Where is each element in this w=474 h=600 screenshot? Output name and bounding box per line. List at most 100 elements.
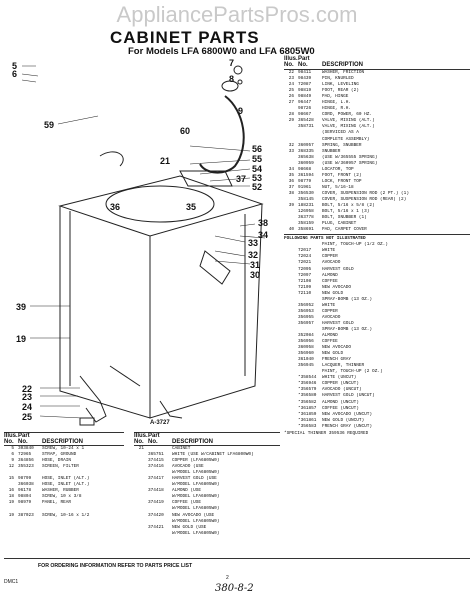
description: W/MODEL LFA6805W0)	[172, 530, 220, 536]
callout-7: 7	[229, 58, 234, 68]
description: FOOT, REAR (2)	[322, 88, 359, 94]
part-no: 72017	[298, 248, 312, 254]
part-no: 356953	[298, 308, 314, 314]
part-no: 356956	[298, 339, 314, 345]
illus-no	[284, 424, 294, 430]
description: FRENCH GRAY	[322, 357, 351, 363]
page-code: DMC1	[4, 579, 19, 585]
illus-no: 32	[288, 142, 294, 148]
part-no: 374421	[148, 524, 164, 530]
part-no: 374420	[148, 512, 164, 518]
part-no: *361859	[298, 411, 317, 417]
table-row: W/MODEL LFA6805W0)	[134, 494, 280, 500]
description: ALMOND	[322, 272, 338, 278]
illus-no: 6	[11, 452, 14, 458]
part-no: 360959	[298, 160, 314, 166]
description: FRENCH GRAY (UNCUT)	[322, 423, 373, 429]
callout-33: 33	[248, 238, 258, 248]
callout-21: 21	[160, 156, 170, 166]
part-no: 365638	[298, 154, 314, 160]
callout-53: 53	[252, 173, 262, 183]
part-no: 358159	[298, 221, 314, 227]
callout-34: 34	[258, 230, 268, 240]
footer-rule	[4, 558, 470, 559]
description: PIN, KNURLED	[322, 76, 354, 82]
part-no: 358731	[298, 124, 314, 130]
illus-no: 16	[8, 488, 14, 494]
ordering-footer: FOR ORDERING INFORMATION REFER TO PARTS …	[38, 563, 193, 569]
description: COFFEE (USE	[172, 500, 201, 506]
part-no: 363778	[298, 215, 314, 221]
callout-22: 22	[22, 384, 32, 394]
illus-no: 29	[288, 118, 294, 124]
part-no: 356960	[298, 351, 314, 357]
illus-no: 26	[288, 94, 294, 100]
callout-25: 25	[22, 412, 32, 422]
part-no: 352084	[298, 333, 314, 339]
part-no: 358145	[298, 196, 314, 202]
part-no: 98667	[298, 112, 312, 118]
description: AVOCADO	[322, 260, 341, 266]
description: COPPER	[322, 308, 338, 314]
part-no: 360957	[298, 142, 314, 148]
part-no: 98411	[298, 70, 312, 75]
part-no: 72021	[298, 260, 312, 266]
part-no: 356952	[298, 302, 314, 308]
description: COPPER	[322, 254, 338, 260]
part-no: 98849	[298, 94, 312, 100]
illus-no: 38	[288, 190, 294, 196]
part-no: 387023	[18, 512, 34, 518]
callout-9: 9	[238, 106, 243, 116]
part-no: 126958	[298, 209, 314, 215]
part-no: 98668	[298, 166, 312, 172]
description: COFFEE (UNCUT)	[322, 405, 359, 411]
cabinet-opening	[105, 185, 215, 223]
table-row: SPRAY-BOMB (13 OZ.)	[284, 327, 470, 333]
description: LOCATOR, TOP	[322, 166, 354, 172]
description: (USE W/365555 SPRING)	[322, 154, 378, 160]
part-no: *361861	[298, 417, 317, 423]
part-no: 360958	[298, 345, 314, 351]
description: HINGE, R.H.	[322, 106, 351, 112]
description: PAD, CARPET COVER	[322, 227, 367, 233]
part-no: 374418	[148, 488, 164, 494]
not-illustrated-heading: FOLLOWING PARTS NOT ILLUSTRATED	[284, 236, 366, 242]
description: CABINET	[172, 446, 191, 451]
description: HARVEST GOLD (USE	[172, 476, 217, 482]
table-row: 365638 (USE W/365555 SPRING)	[284, 155, 470, 161]
description: W/MODEL LFA6805W0)	[172, 518, 220, 524]
watermark: AppliancePartsPros.com	[116, 2, 358, 27]
figure-code: A-3727	[150, 420, 170, 426]
illus-no: 25	[288, 88, 294, 94]
exploded-diagram: 5 6 7 8 9 59 60 56 55 54 53 52 21 37 38 …	[12, 58, 268, 426]
description: HARVEST GOLD (UNCUT)	[322, 393, 375, 399]
part-no: *361857	[298, 405, 317, 411]
part-no: *358544	[298, 375, 317, 381]
description: SCREW, 10 x 3/8	[42, 494, 82, 500]
page-title: CABINET PARTS	[110, 28, 260, 47]
